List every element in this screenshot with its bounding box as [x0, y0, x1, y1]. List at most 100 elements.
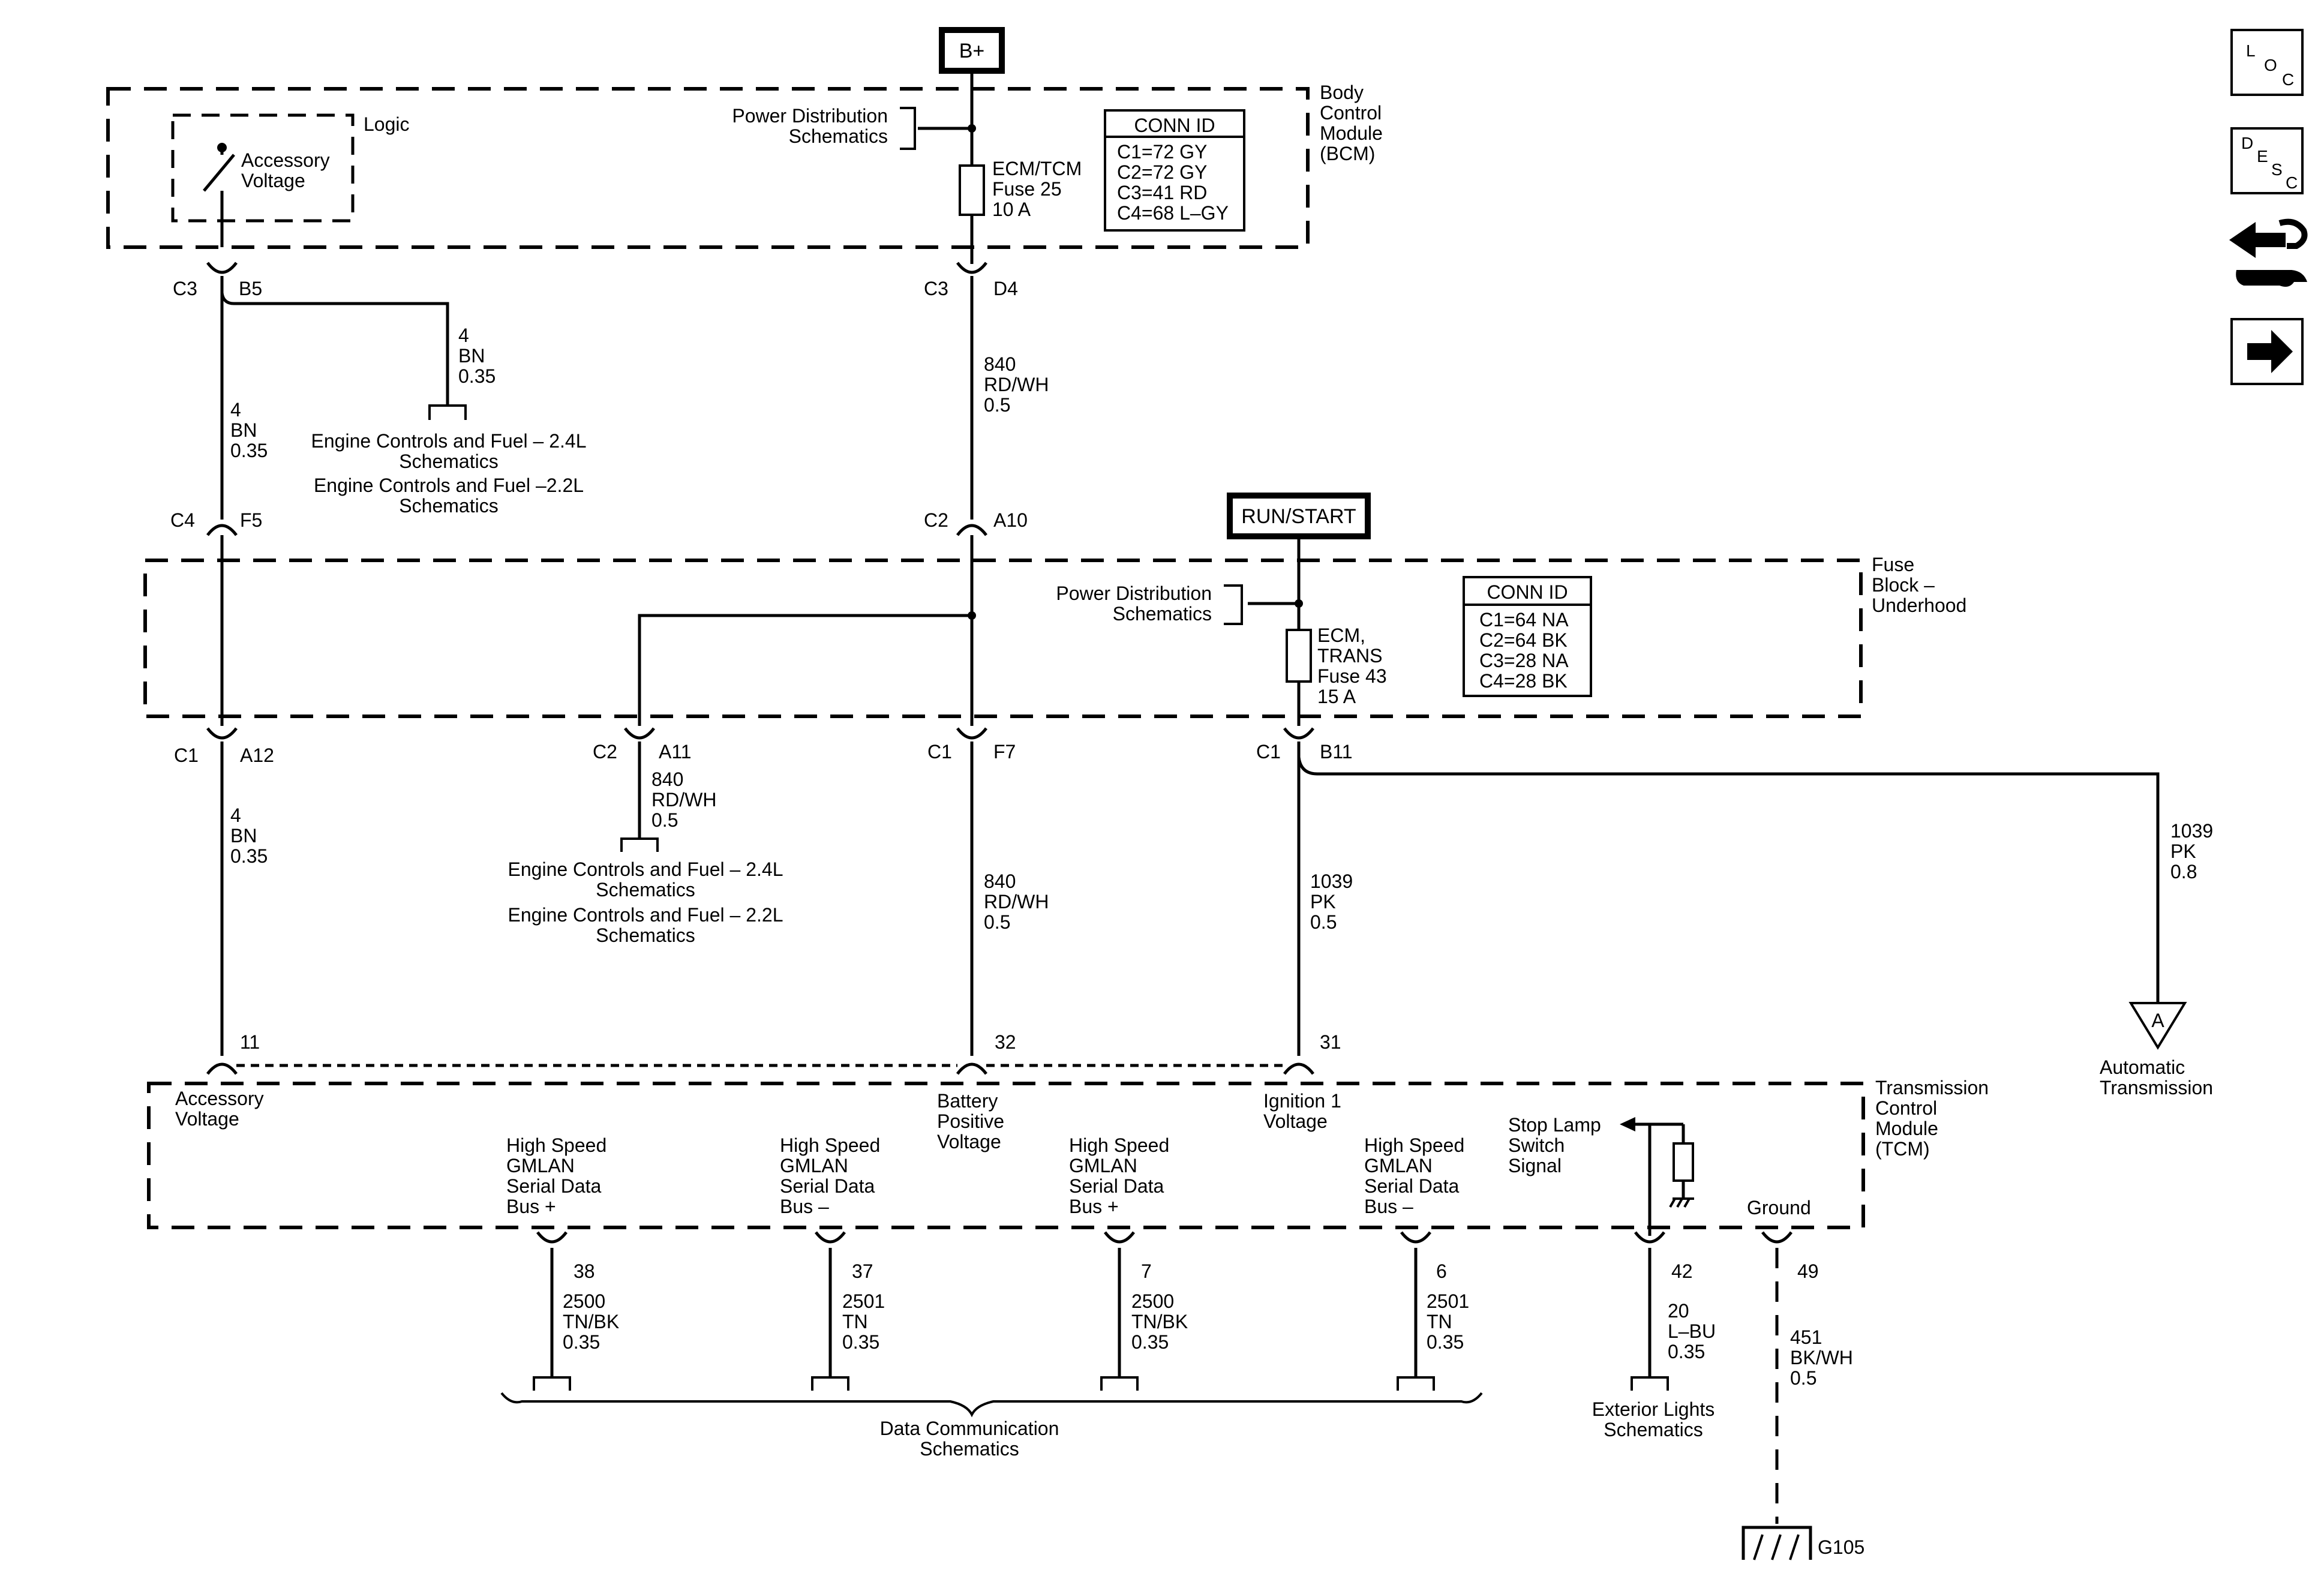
wire-bn-branch-2: BN	[458, 345, 485, 367]
connector-c3-b5	[206, 262, 238, 274]
pin-d4: D4	[993, 278, 1018, 299]
fb-conn-id-title: CONN ID	[1487, 581, 1568, 603]
tcm-name-2: Control	[1875, 1097, 1937, 1119]
wire-rdwh-lower-1: 840	[984, 870, 1016, 892]
gmlan3-l3: Serial Data	[1069, 1175, 1164, 1197]
tcm-ground-label: Ground	[1747, 1197, 1811, 1218]
fuse-block-name-1: Fuse	[1872, 554, 1914, 575]
tcm-connector-6	[1400, 1231, 1431, 1244]
wire-49-2: BK/WH	[1790, 1347, 1853, 1368]
wire-38-1: 2500	[563, 1290, 605, 1312]
desc-letter-d: D	[2241, 134, 2253, 152]
ground-g105-label: G105	[1818, 1536, 1864, 1558]
tcm-battery-1: Battery	[937, 1090, 998, 1112]
tcm-connector-11	[206, 1062, 238, 1075]
pin-a10: A10	[993, 509, 1028, 531]
bcm-conn-id-title: CONN ID	[1134, 115, 1215, 136]
bcm-conn-row-4: C4=68 L–GY	[1117, 202, 1229, 224]
loc-letter-l: L	[2246, 41, 2256, 60]
bcm-accessory-voltage-2: Voltage	[241, 170, 305, 191]
wire-7-2: TN/BK	[1131, 1311, 1188, 1332]
wire-7-3: 0.35	[1131, 1331, 1169, 1353]
bcm-accessory-voltage-1: Accessory	[241, 149, 330, 171]
loc-letter-o: O	[2264, 56, 2277, 74]
data-comm-brace	[500, 1392, 1483, 1418]
tcm-pin-38: 38	[574, 1260, 595, 1282]
fb-conn-row-1: C1=64 NA	[1479, 609, 1569, 631]
bcm-fuse-3: 10 A	[992, 199, 1031, 220]
logic-label: Logic	[364, 113, 410, 135]
tcm-connector-42	[1634, 1231, 1665, 1244]
wire-bn-main-1: 4	[230, 399, 241, 421]
fuse-block-conn-id-table: CONN ID C1=64 NA C2=64 BK C3=28 NA C4=28…	[1463, 576, 1592, 697]
connector-c1-b11	[1283, 727, 1314, 740]
connector-c3-d4	[956, 262, 987, 274]
b-plus-label: B+	[959, 40, 985, 62]
wire-bn-lower-1: 4	[230, 804, 241, 826]
fb-conn-row-2: C2=64 BK	[1479, 629, 1568, 651]
wire-6-2: TN	[1427, 1311, 1452, 1332]
pin-f5: F5	[240, 509, 262, 531]
stop-lamp-1: Stop Lamp	[1508, 1114, 1601, 1136]
gmlan3-l4: Bus +	[1069, 1196, 1119, 1217]
data-comm-1: Data Communication	[880, 1418, 1059, 1439]
wire-bn-branch-1: 4	[458, 325, 469, 346]
fb-fuse-2: TRANS	[1317, 645, 1382, 667]
pin-c3-right: C3	[924, 278, 948, 299]
pin-b11: B11	[1320, 741, 1353, 763]
wire-6-3: 0.35	[1427, 1331, 1464, 1353]
fb-power-dist-1: Power Distribution	[1056, 583, 1212, 604]
stop-lamp-3: Signal	[1508, 1155, 1562, 1176]
troubleshoot-icon[interactable]	[2229, 218, 2308, 287]
wire-pk-branch-1: 1039	[2170, 820, 2213, 842]
gmlan2-l1: High Speed	[780, 1134, 880, 1156]
wire-37-3: 0.35	[842, 1331, 879, 1353]
desc-icon[interactable]: D E S C	[2230, 127, 2304, 194]
logic-box	[171, 113, 355, 223]
wire-rdwh-branch-2: RD/WH	[651, 789, 716, 810]
next-arrow-icon[interactable]	[2230, 318, 2304, 385]
tcm-battery-3: Voltage	[937, 1131, 1001, 1152]
tcm-pin-32: 32	[995, 1031, 1016, 1053]
bcm-conn-id-table: CONN ID C1=72 GY C2=72 GY C3=41 RD C4=68…	[1104, 109, 1245, 232]
gmlan1-l3: Serial Data	[506, 1175, 602, 1197]
wire-rdwh-upper-1: 840	[984, 353, 1016, 375]
desc-letter-s: S	[2271, 160, 2283, 179]
loc-letter-c: C	[2282, 70, 2294, 89]
wire-bn-branch	[220, 292, 449, 406]
gmlan4-l2: GMLAN	[1364, 1155, 1433, 1176]
wire-bn-branch-3: 0.35	[458, 365, 496, 387]
wire-rdwh-lower-3: 0.5	[984, 911, 1010, 933]
fb-fuse-1: ECM,	[1317, 625, 1365, 646]
pin-c2-b: C2	[593, 741, 617, 763]
bcm-name-1: Body	[1320, 82, 1364, 103]
gmlan1-l2: GMLAN	[506, 1155, 575, 1176]
tcm-pin-11: 11	[240, 1031, 260, 1053]
loc-icon[interactable]: L O C	[2230, 29, 2304, 96]
gmlan2-l2: GMLAN	[780, 1155, 848, 1176]
run-start-supply: RUN/START	[1227, 493, 1371, 539]
auto-trans-label-1: Automatic	[2100, 1056, 2185, 1078]
tcm-pin-6: 6	[1436, 1260, 1447, 1282]
tcm-name-3: Module	[1875, 1118, 1938, 1139]
tcm-pin-31: 31	[1320, 1031, 1341, 1053]
wire-bn-lower-2: BN	[230, 825, 257, 846]
bcm-name-2: Control	[1320, 102, 1382, 124]
wire-pk-branch-2: PK	[2170, 840, 2196, 862]
fuse-43	[1286, 629, 1312, 683]
bcm-power-dist-1: Power Distribution	[732, 105, 888, 127]
gmlan3-l1: High Speed	[1069, 1134, 1169, 1156]
auto-trans-reference[interactable]: A Automatic Transmission	[2100, 1002, 2213, 1098]
ground-g105-symbol	[1742, 1526, 1812, 1560]
wire-6-1: 2501	[1427, 1290, 1469, 1312]
tcm-box	[147, 1082, 1865, 1229]
pin-f7: F7	[993, 741, 1016, 763]
pin-a11: A11	[659, 741, 692, 763]
bcm-name-3: Module	[1320, 122, 1383, 144]
connector-c4-f5	[206, 524, 238, 536]
bcm-power-dist-2: Schematics	[789, 125, 888, 147]
bcm-name-4: (BCM)	[1320, 143, 1375, 164]
wire-42-1: 20	[1668, 1300, 1689, 1322]
fb-conn-row-3: C3=28 NA	[1479, 650, 1569, 671]
wire-38-2: TN/BK	[563, 1311, 619, 1332]
